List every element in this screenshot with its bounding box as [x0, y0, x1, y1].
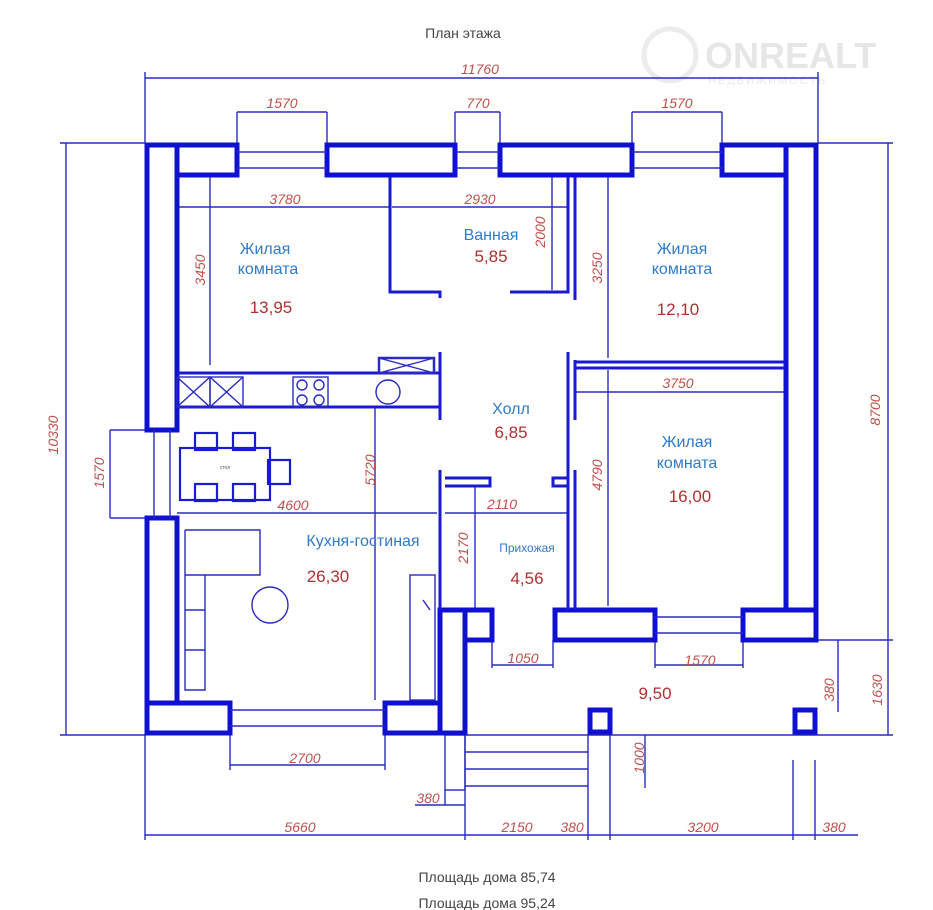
svg-text:Жилая: Жилая	[657, 241, 708, 258]
svg-text:Прихожая: Прихожая	[499, 541, 555, 555]
svg-text:4790: 4790	[589, 459, 605, 490]
svg-text:12,10: 12,10	[657, 300, 700, 319]
svg-text:2170: 2170	[455, 532, 471, 564]
windows	[153, 151, 743, 727]
dimension-lines	[60, 72, 893, 840]
svg-text:6,85: 6,85	[494, 423, 527, 442]
svg-text:5720: 5720	[362, 454, 378, 485]
svg-text:Ванная: Ванная	[464, 227, 519, 244]
house-area-1: Площадь дома 85,74	[418, 869, 555, 885]
svg-text:1630: 1630	[869, 674, 885, 705]
svg-text:2150: 2150	[500, 819, 532, 835]
svg-text:комната: комната	[238, 261, 299, 278]
svg-text:1050: 1050	[507, 650, 538, 666]
room-bedroom-3: Жилая комната 16,00	[657, 434, 718, 506]
svg-text:3450: 3450	[192, 254, 208, 285]
svg-text:1570: 1570	[266, 95, 297, 111]
porch-steps	[444, 734, 818, 791]
svg-text:2700: 2700	[288, 750, 320, 766]
plan-title: План этажа	[425, 25, 501, 41]
svg-text:11760: 11760	[461, 61, 499, 77]
room-hall: Холл 6,85	[492, 401, 530, 442]
svg-text:комната: комната	[657, 455, 718, 472]
svg-text:3250: 3250	[589, 252, 605, 283]
room-entrance: Прихожая 4,56	[499, 541, 555, 588]
svg-text:3780: 3780	[269, 191, 300, 207]
svg-text:Жилая: Жилая	[240, 241, 291, 258]
svg-text:1000: 1000	[631, 742, 647, 773]
svg-text:380: 380	[416, 790, 440, 806]
svg-text:10330: 10330	[45, 415, 61, 454]
svg-text:2110: 2110	[486, 496, 517, 512]
svg-text:380: 380	[822, 819, 846, 835]
exterior-walls	[144, 142, 819, 736]
svg-text:380: 380	[560, 819, 584, 835]
room-porch-area: 9,50	[638, 684, 671, 703]
svg-text:26,30: 26,30	[307, 567, 350, 586]
svg-text:770: 770	[466, 95, 490, 111]
svg-text:комната: комната	[652, 261, 713, 278]
svg-text:НЕДВИЖИМОСТЬ: НЕДВИЖИМОСТЬ	[708, 75, 827, 87]
svg-text:4600: 4600	[277, 497, 308, 513]
dining-table	[178, 431, 292, 503]
svg-text:5660: 5660	[284, 819, 315, 835]
svg-text:Холл: Холл	[492, 401, 530, 418]
svg-text:2930: 2930	[463, 191, 495, 207]
svg-text:Кухня-гостиная: Кухня-гостиная	[306, 533, 419, 550]
svg-text:Жилая: Жилая	[662, 434, 713, 451]
room-bedroom-2: Жилая комната 12,10	[652, 241, 713, 319]
svg-text:1570: 1570	[91, 457, 107, 488]
svg-text:4,56: 4,56	[510, 569, 543, 588]
svg-text:ONREALT: ONREALT	[705, 35, 876, 76]
svg-text:8700: 8700	[867, 394, 883, 425]
svg-text:16,00: 16,00	[669, 487, 712, 506]
table-label: стол	[220, 465, 230, 471]
living-furniture	[184, 529, 436, 701]
room-kitchen-living: Кухня-гостиная 26,30	[306, 533, 419, 586]
svg-text:5,85: 5,85	[474, 247, 507, 266]
dimension-labels: 11760 1570 770 1570 3780 2930 3750 2000 …	[45, 61, 885, 835]
svg-text:3750: 3750	[662, 375, 693, 391]
svg-text:3200: 3200	[687, 819, 718, 835]
svg-text:13,95: 13,95	[250, 298, 293, 317]
svg-text:1570: 1570	[684, 652, 715, 668]
svg-text:1570: 1570	[661, 95, 692, 111]
svg-text:380: 380	[821, 678, 837, 702]
room-bathroom: Ванная 5,85	[464, 227, 519, 266]
room-bedroom-1: Жилая комната 13,95	[238, 241, 299, 317]
house-area-2: Площадь дома 95,24	[418, 895, 555, 910]
kitchen-furniture	[176, 356, 436, 408]
svg-text:2000: 2000	[532, 216, 548, 248]
